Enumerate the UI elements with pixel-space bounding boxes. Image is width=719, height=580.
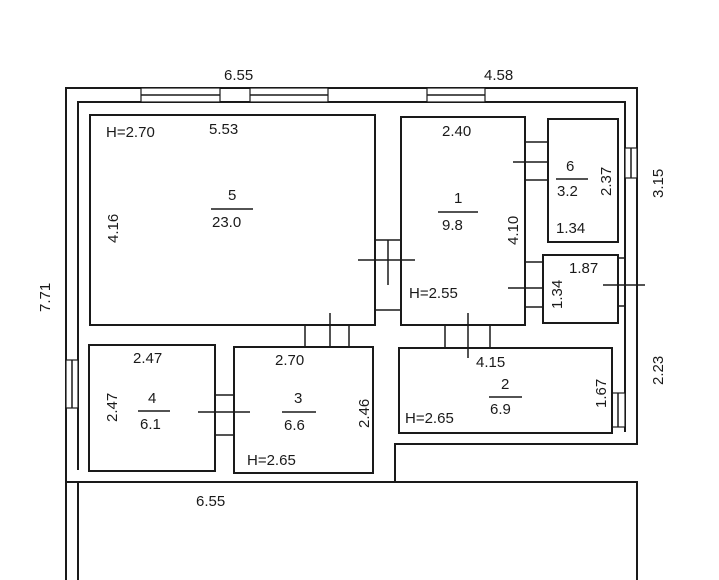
room-3-top-dim: 2.70 — [275, 352, 304, 369]
room-6-bottom-dim: 1.34 — [556, 220, 585, 237]
room-5-side-dim: 4.16 — [105, 214, 122, 243]
door-1-6 — [524, 141, 549, 181]
dim-bottom: 6.55 — [196, 493, 225, 510]
room-5-area: 23.0 — [212, 214, 241, 231]
room-6-area: 3.2 — [557, 183, 578, 200]
room-small-side-dim: 1.34 — [549, 280, 566, 309]
room-1-top-dim: 2.40 — [442, 123, 471, 140]
lower-enclosure — [66, 481, 638, 580]
room-4-number: 4 — [148, 390, 156, 407]
room-2-outline — [398, 347, 613, 434]
room-3-area: 6.6 — [284, 417, 305, 434]
outer-wall-outer — [65, 87, 638, 580]
room-2-height: H=2.65 — [405, 410, 454, 427]
rooms — [88, 114, 619, 474]
room-5-top-dim: 5.53 — [209, 121, 238, 138]
room-2-top-dim: 4.15 — [476, 354, 505, 371]
fraction-bars — [138, 178, 588, 413]
room-2-labels: 4.15 2 6.9 H=2.65 1.67 — [405, 354, 610, 427]
room-3-number: 3 — [294, 390, 302, 407]
room-2-side-dim: 1.67 — [593, 379, 610, 408]
room-2-area: 6.9 — [490, 401, 511, 418]
dim-top-left: 6.55 — [224, 67, 253, 84]
room-5-outline — [89, 114, 376, 326]
room-4-side-dim: 2.47 — [104, 393, 121, 422]
doors — [198, 141, 645, 436]
room-3-height: H=2.65 — [247, 452, 296, 469]
room-6-labels: 6 3.2 2.37 1.34 — [556, 158, 615, 237]
windows — [65, 87, 638, 428]
room-1-height: H=2.55 — [409, 285, 458, 302]
door-1-small — [524, 261, 544, 308]
room-4-top-dim: 2.47 — [133, 350, 162, 367]
room-2-number: 2 — [501, 376, 509, 393]
room-3-side-dim: 2.46 — [356, 399, 373, 428]
door-4-3 — [214, 394, 235, 436]
room-small-labels: 1.87 1.34 — [549, 260, 598, 309]
room-5-labels: H=2.70 5.53 4.16 5 23.0 — [105, 121, 241, 243]
dim-left: 7.71 — [37, 283, 54, 312]
room-1-labels: 2.40 1 9.8 4.10 H=2.55 — [409, 123, 522, 302]
outer-wall-inner — [77, 101, 626, 580]
room-1-area: 9.8 — [442, 217, 463, 234]
dim-top-right: 4.58 — [484, 67, 513, 84]
room-4-area: 6.1 — [140, 416, 161, 433]
room-4-labels: 2.47 2.47 4 6.1 — [104, 350, 162, 433]
room-6-side-dim: 2.37 — [598, 167, 615, 196]
room-small-top-dim: 1.87 — [569, 260, 598, 277]
room-5-height: H=2.70 — [106, 124, 155, 141]
dim-right-upper: 3.15 — [650, 169, 667, 198]
door-5-3 — [304, 324, 350, 348]
outer-walls — [65, 87, 638, 580]
outer-dimensions: 6.55 4.58 7.71 6.55 3.15 2.23 — [37, 67, 667, 510]
room-1-number: 1 — [454, 190, 462, 207]
room-1-side-dim: 4.10 — [505, 216, 522, 245]
room-5-number: 5 — [228, 187, 236, 204]
dim-right-lower: 2.23 — [650, 356, 667, 385]
room-3-labels: 2.70 3 6.6 2.46 H=2.65 — [247, 352, 373, 469]
room-6-number: 6 — [566, 158, 574, 175]
door-small-exit — [617, 257, 626, 307]
